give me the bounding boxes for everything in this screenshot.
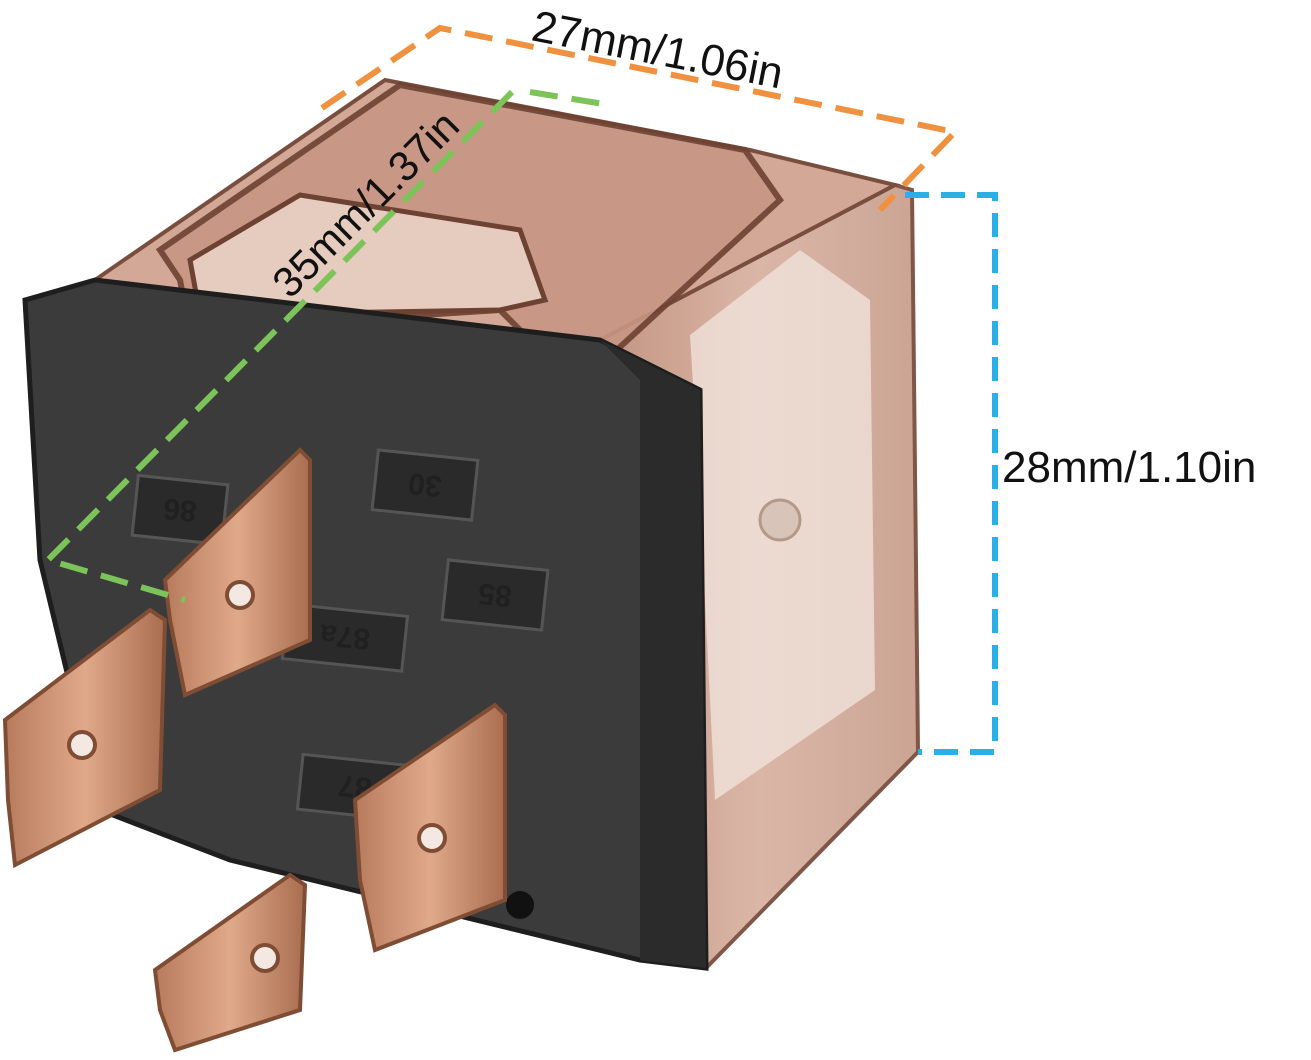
height-dashed-line — [905, 192, 998, 755]
terminal-blade-4 — [152, 872, 308, 1053]
pad-85 — [440, 558, 550, 632]
terminal-blade-1 — [162, 447, 312, 698]
terminal-hole-2 — [67, 730, 97, 760]
base-hole — [506, 891, 534, 919]
length-dashed-line — [42, 89, 611, 603]
terminal-hole-4 — [250, 943, 280, 973]
terminals — [2, 447, 507, 1053]
terminal-label-85: 85 — [477, 576, 514, 612]
dimension-height: 28mm/1.10in — [905, 192, 1256, 755]
terminal-label-86: 86 — [162, 491, 199, 527]
coil-hole — [758, 498, 802, 542]
terminal-label-30: 30 — [407, 466, 444, 502]
terminal-hole-3 — [417, 823, 447, 853]
height-label: 28mm/1.10in — [1002, 443, 1256, 492]
relay-base: 86 30 85 87a 87 — [22, 277, 709, 971]
terminal-hole-1 — [225, 580, 255, 610]
pad-86 — [130, 473, 230, 547]
width-dashed-line — [320, 24, 961, 213]
pad-30 — [370, 448, 480, 522]
width-label: 27mm/1.06in — [528, 2, 787, 99]
base-rim-right — [600, 340, 706, 968]
terminal-label-87a: 87a — [318, 617, 372, 655]
